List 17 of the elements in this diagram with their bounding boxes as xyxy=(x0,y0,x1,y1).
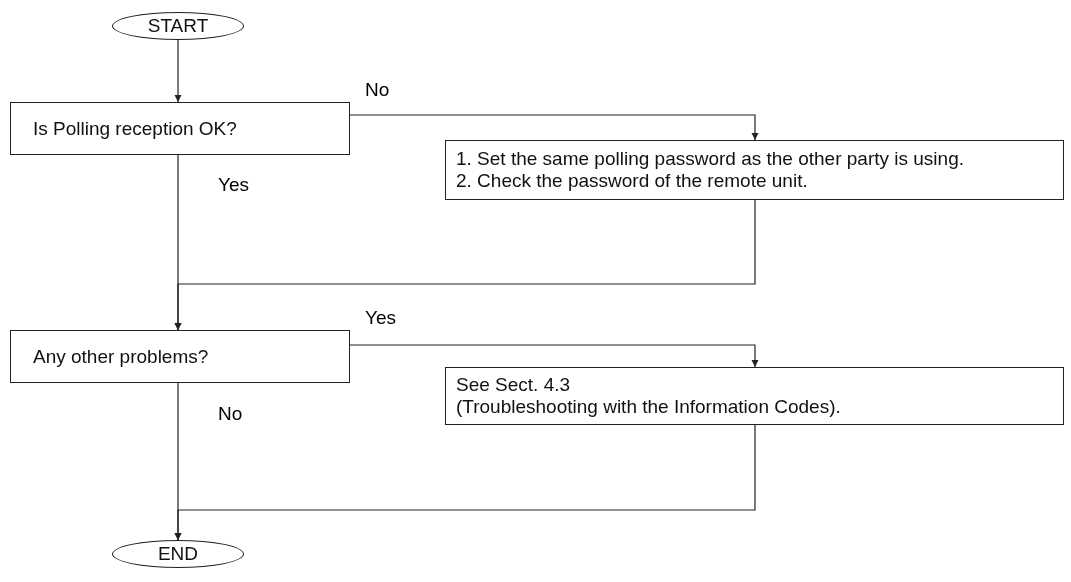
node-text: (Troubleshooting with the Information Codes). xyxy=(456,396,842,418)
arrow xyxy=(174,424,756,541)
arrow xyxy=(174,199,756,331)
arrow xyxy=(349,344,759,368)
arrow xyxy=(349,114,759,141)
node-text: 1. Set the same polling password as the other party is using. xyxy=(456,148,965,170)
process-box xyxy=(445,367,1064,425)
node-text: END xyxy=(157,543,199,565)
node-text: Is Polling reception OK? xyxy=(33,117,238,140)
node-text: 2. Check the password of the remote unit. xyxy=(456,170,809,192)
node-text: START xyxy=(147,15,209,37)
node-text: See Sect. 4.3 xyxy=(456,374,572,396)
node-text: Any other problems? xyxy=(33,345,210,368)
process-box xyxy=(10,102,350,155)
process-box xyxy=(10,330,350,383)
process-box xyxy=(445,140,1064,200)
arrow xyxy=(174,39,182,103)
